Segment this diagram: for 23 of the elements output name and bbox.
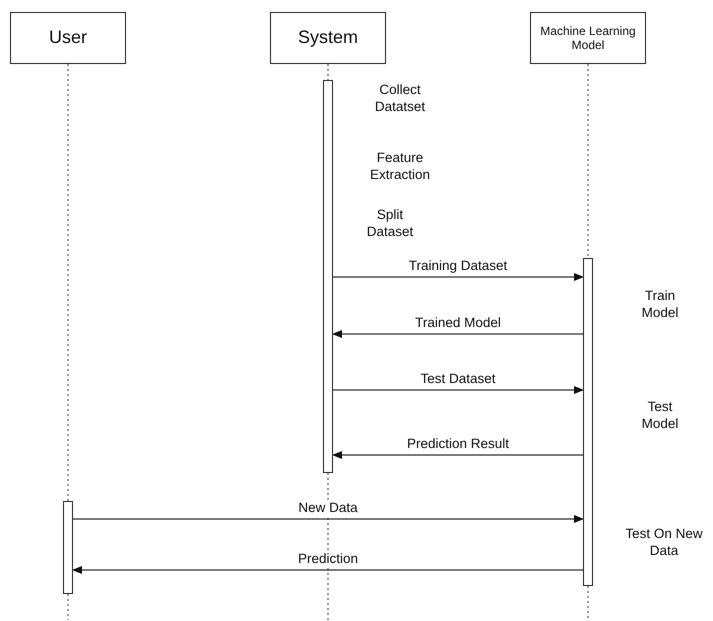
participant-name: System — [298, 27, 358, 49]
step-note: Train Model — [640, 288, 680, 322]
message-arrow — [332, 451, 584, 459]
lifeline-header — [530, 12, 646, 64]
step-note: Collect Datatset — [374, 82, 426, 116]
message-arrow — [72, 566, 584, 574]
step-note: Test On New Data — [624, 526, 704, 560]
message-arrow — [72, 515, 584, 523]
lifeline-header — [10, 12, 126, 64]
step-note: Test Model — [640, 399, 680, 433]
participant-name: User — [48, 27, 87, 49]
message-arrow — [332, 386, 584, 394]
message-arrow — [332, 273, 584, 281]
edge-label: New Data — [296, 500, 360, 516]
message-arrow — [332, 330, 584, 338]
participant-name: Machine Learning Model — [539, 24, 637, 52]
activation-bar — [583, 258, 593, 586]
activation-bar — [323, 80, 333, 473]
edge-label: Training Dataset — [406, 258, 510, 274]
lifeline-header — [270, 12, 386, 64]
step-note: Split Dataset — [366, 207, 414, 241]
step-note: Feature Extraction — [368, 150, 432, 184]
activation-bar — [63, 501, 73, 594]
